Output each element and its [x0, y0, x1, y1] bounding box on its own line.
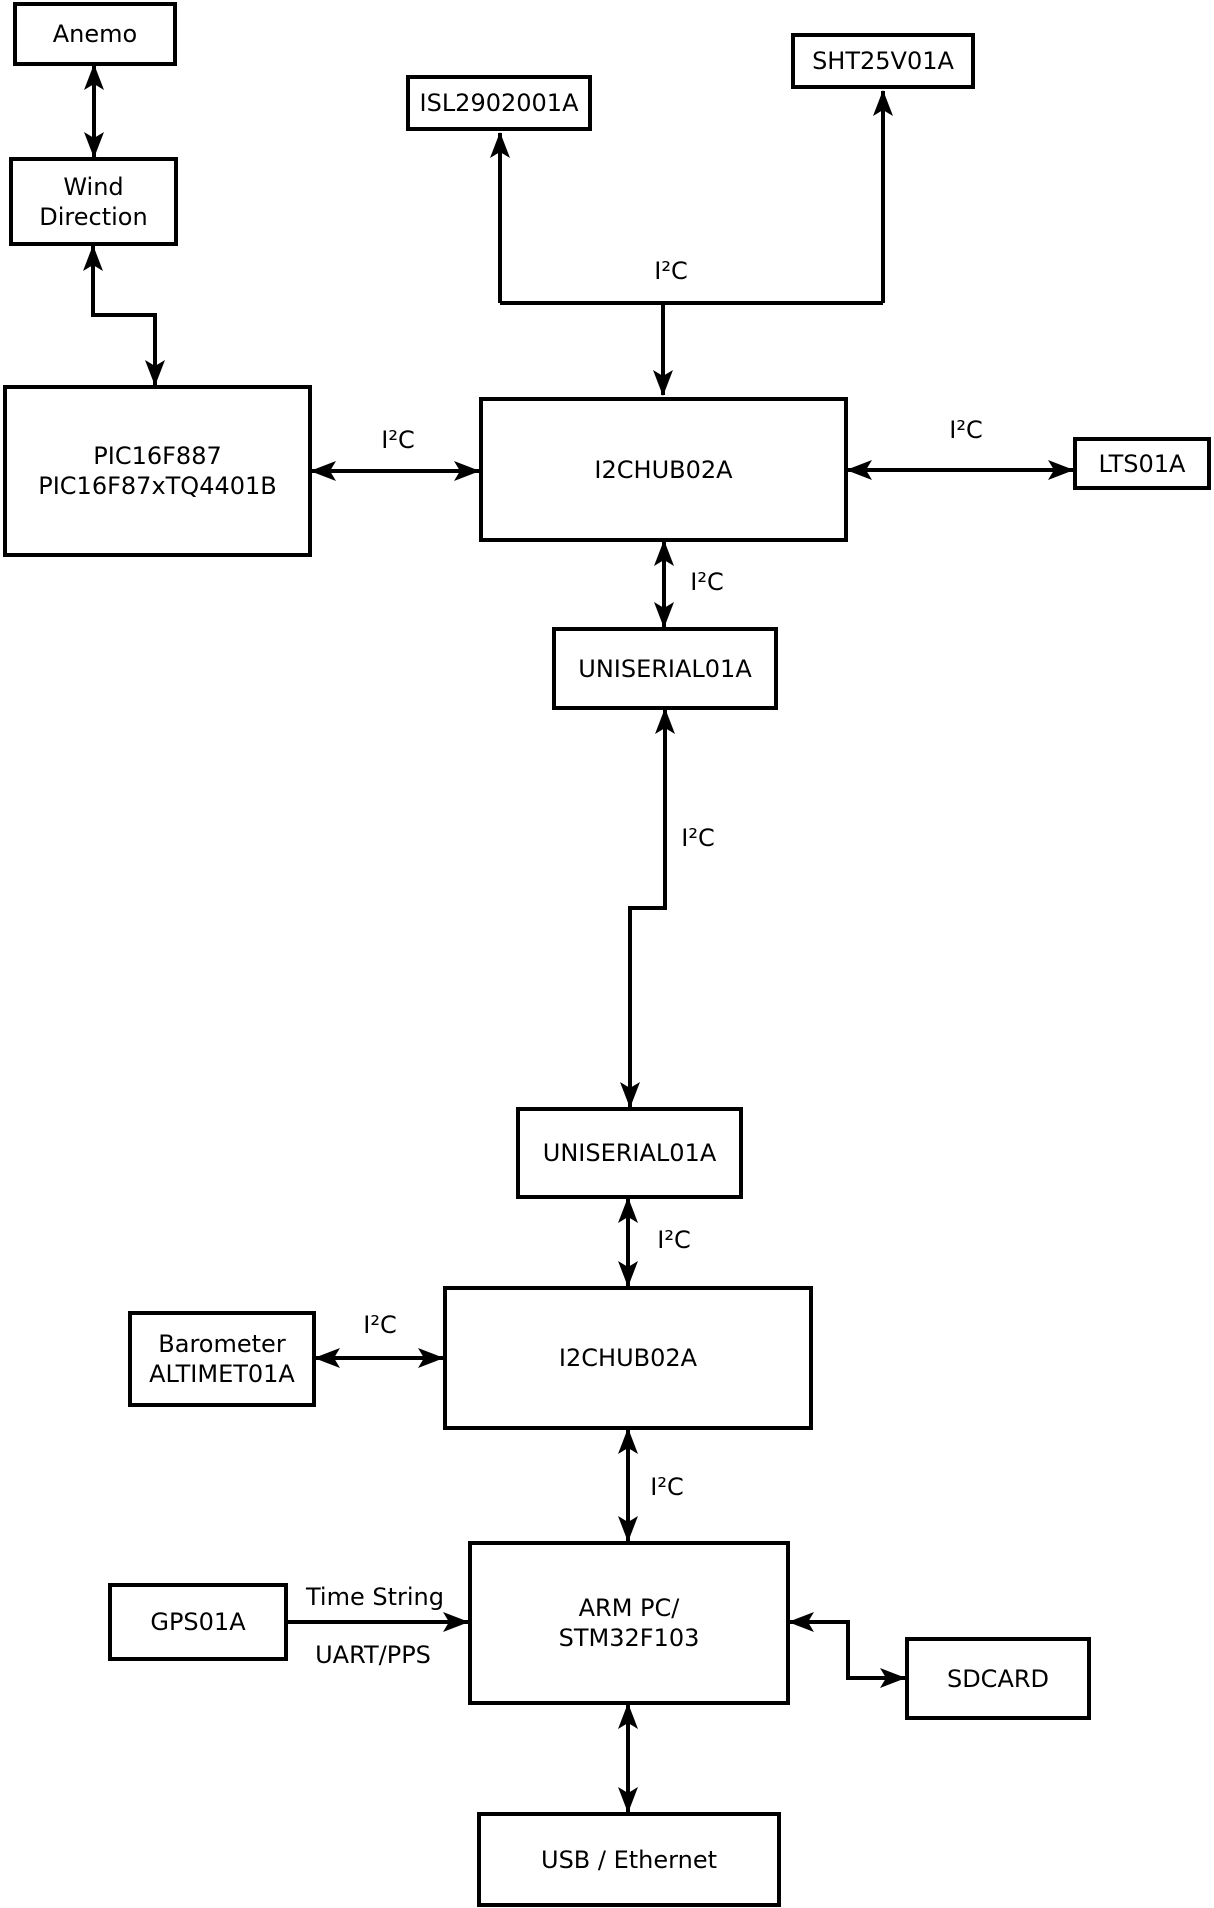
- node-sdcard: SDCARD: [905, 1637, 1091, 1720]
- node-sht25v01a: SHT25V01A: [791, 33, 975, 89]
- node-label: Anemo: [52, 20, 138, 48]
- edge-label-i2c-hub-uniserial: I²C: [690, 568, 724, 596]
- edge-label-i2c-sensor-bus: I²C: [654, 257, 688, 285]
- node-i2chub02a-upper: I2CHUB02A: [479, 397, 848, 542]
- edge-label-uart-pps: UART/PPS: [315, 1641, 431, 1669]
- connector-uniserial1-uniserial2-i2c: [620, 708, 675, 1108]
- node-barometer-altimet01a: Barometer ALTIMET01A: [128, 1311, 316, 1407]
- node-arm-pc-stm32f103: ARM PC/ STM32F103: [468, 1541, 790, 1705]
- node-label: ALTIMET01A: [149, 1360, 295, 1388]
- node-label: SHT25V01A: [812, 47, 954, 75]
- node-label: STM32F103: [558, 1624, 700, 1652]
- edge-label-i2c-barometer-hub: I²C: [363, 1311, 397, 1339]
- node-label: PIC16F87xTQ4401B: [38, 472, 277, 500]
- node-usb-ethernet: USB / Ethernet: [477, 1812, 781, 1907]
- node-label: ISL2902001A: [419, 89, 579, 117]
- node-label: PIC16F887: [93, 442, 222, 470]
- edge-label-i2c-pic-hub: I²C: [381, 426, 415, 454]
- node-uniserial01a-upper: UNISERIAL01A: [552, 627, 778, 710]
- node-label: I2CHUB02A: [594, 455, 733, 484]
- node-label: GPS01A: [150, 1608, 246, 1636]
- node-wind-direction: Wind Direction: [9, 157, 178, 246]
- node-label: SDCARD: [946, 1664, 1050, 1693]
- node-label: LTS01A: [1098, 449, 1186, 478]
- connector-wind-pic: [83, 245, 165, 386]
- node-anemo: Anemo: [13, 2, 177, 66]
- node-i2chub02a-lower: I2CHUB02A: [443, 1286, 813, 1430]
- node-label: UNISERIAL01A: [542, 1139, 717, 1167]
- edge-label-i2c-hub-arm: I²C: [650, 1473, 684, 1501]
- edge-label-time-string: Time String: [306, 1583, 444, 1611]
- edge-label-i2c-uniserial-hub: I²C: [657, 1226, 691, 1254]
- node-label: Direction: [39, 202, 148, 231]
- node-label: Wind: [63, 172, 124, 201]
- edge-label-i2c-uniserial-link: I²C: [681, 824, 715, 852]
- node-lts01a: LTS01A: [1073, 437, 1211, 490]
- connector-arm-sdcard: [788, 1612, 906, 1688]
- node-gps01a: GPS01A: [108, 1583, 288, 1661]
- node-label: UNISERIAL01A: [578, 654, 752, 683]
- node-label: I2CHUB02A: [558, 1344, 698, 1372]
- node-label: USB / Ethernet: [541, 1845, 717, 1874]
- node-isl2902001a: ISL2902001A: [406, 75, 592, 131]
- node-label: Barometer: [158, 1330, 286, 1358]
- node-label: ARM PC/: [578, 1594, 680, 1622]
- node-pic16f887: PIC16F887 PIC16F87xTQ4401B: [3, 385, 312, 557]
- edge-label-i2c-hub-lts: I²C: [949, 416, 983, 444]
- node-uniserial01a-lower: UNISERIAL01A: [516, 1107, 743, 1199]
